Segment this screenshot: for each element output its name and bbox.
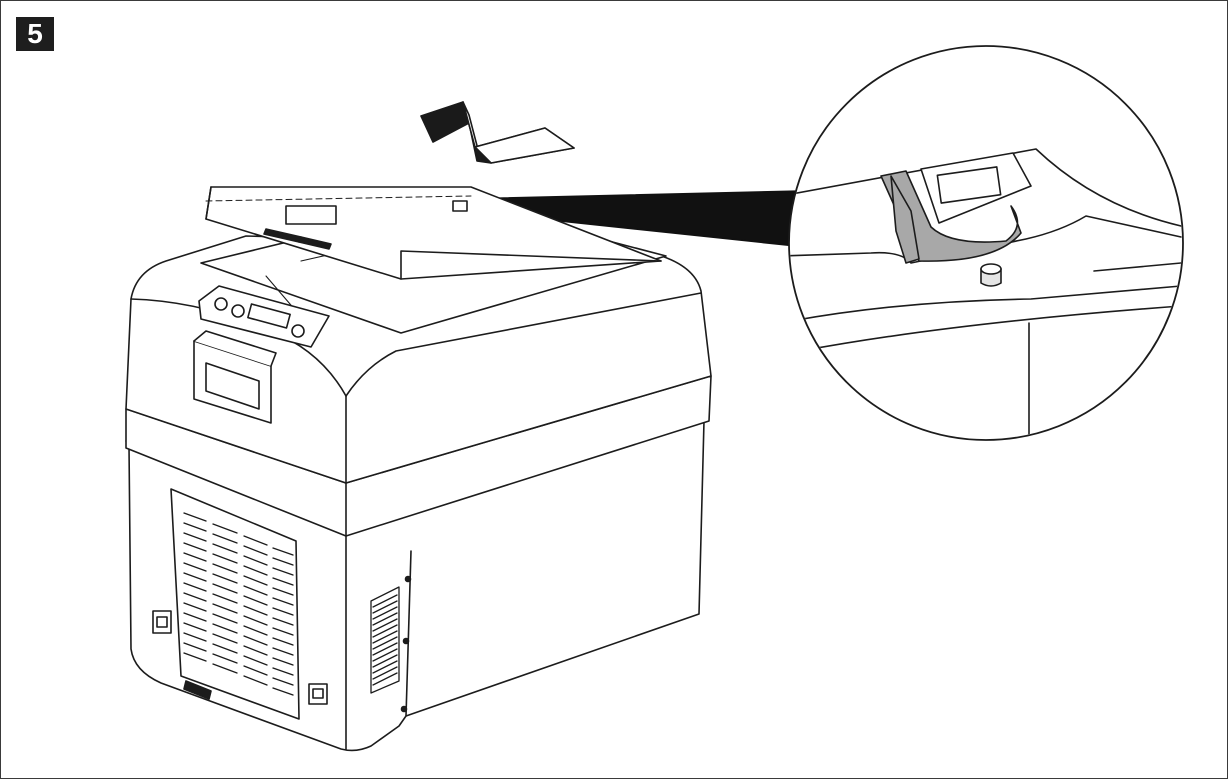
side-vent: [370, 586, 400, 694]
cooler-box: [125, 200, 712, 752]
cooler-lid: [205, 186, 662, 280]
control-panel: [198, 285, 330, 348]
step-number-badge: 5: [16, 17, 54, 51]
front-vent-panel: [170, 488, 300, 720]
cooler-handle: [193, 330, 277, 424]
lift-direction-arrow: [420, 101, 575, 164]
zoom-detail-latch: [788, 45, 1184, 441]
